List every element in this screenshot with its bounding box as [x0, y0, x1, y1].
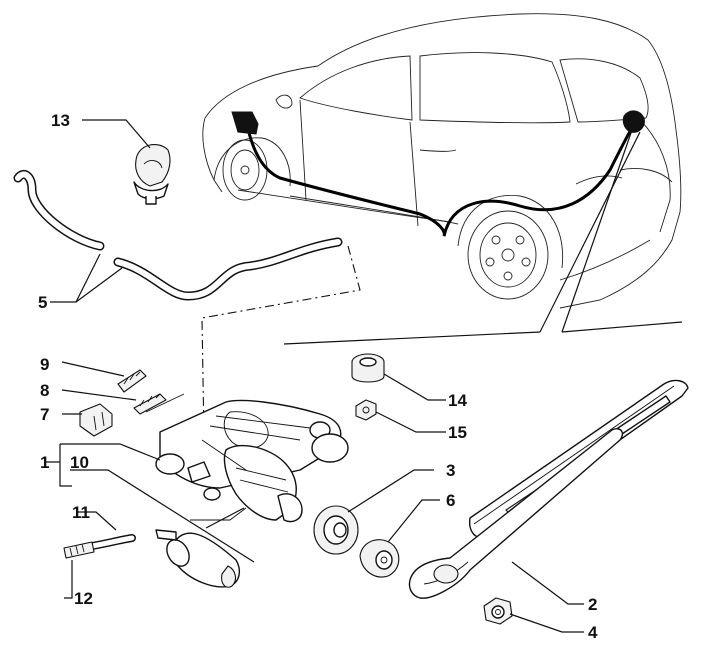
car-illustration	[202, 13, 682, 309]
guide-line-a	[561, 129, 633, 333]
callout-13: 13	[51, 111, 70, 130]
leader-10	[70, 469, 255, 563]
wiper-motor-part	[155, 399, 349, 523]
grommet-part	[313, 505, 359, 555]
guide-line-d	[283, 331, 541, 345]
washer-hose-route	[244, 119, 634, 237]
clip-part	[133, 144, 171, 205]
callout-10: 10	[70, 453, 89, 472]
leader-3	[347, 469, 434, 513]
connector-strip-part	[133, 393, 167, 415]
leader-2	[511, 561, 584, 605]
cap-part	[359, 539, 400, 578]
hose-part	[13, 170, 343, 301]
callout-7: 7	[40, 405, 49, 424]
front-grommet	[231, 111, 259, 135]
callout-12: 12	[74, 589, 93, 608]
callout-9: 9	[40, 355, 49, 374]
leader-12	[64, 560, 73, 599]
leader-1	[46, 443, 161, 487]
wiper-arm-part	[408, 379, 689, 599]
pump-link-line	[205, 507, 245, 529]
connector-pin-part	[117, 369, 147, 393]
leader-9	[61, 361, 125, 377]
leader-14	[383, 373, 446, 401]
guide-line-c	[561, 321, 683, 333]
nut-part-15	[355, 399, 377, 421]
leader-4	[509, 613, 584, 633]
leader-6	[387, 499, 440, 543]
connector-group-line	[145, 393, 185, 413]
washer-nozzle-part	[63, 541, 95, 559]
connector-block-part	[79, 403, 113, 437]
callout-3: 3	[446, 461, 455, 480]
callout-11: 11	[72, 503, 90, 522]
callout-5: 5	[38, 293, 47, 312]
guide-line-b	[539, 131, 641, 333]
callout-2: 2	[588, 595, 597, 614]
leader-8	[61, 389, 137, 401]
rear-grommet	[622, 110, 645, 133]
leader-13	[82, 119, 151, 149]
callout-14: 14	[448, 391, 467, 410]
leader-15	[375, 411, 446, 433]
callout-4: 4	[588, 623, 598, 642]
callout-8: 8	[40, 381, 49, 400]
callout-1: 1	[40, 453, 49, 472]
washer-tube-part	[88, 534, 136, 550]
leader-5a	[50, 253, 101, 303]
leader-5b	[75, 267, 123, 303]
hose-connection-dashline	[201, 245, 361, 441]
callout-6: 6	[446, 491, 455, 510]
sleeve-part	[351, 353, 385, 383]
washer-pump-part	[155, 529, 241, 588]
leader-11	[76, 511, 117, 531]
nut-part-4	[483, 597, 513, 625]
motor-base-line	[190, 507, 247, 521]
callout-15: 15	[448, 423, 467, 442]
